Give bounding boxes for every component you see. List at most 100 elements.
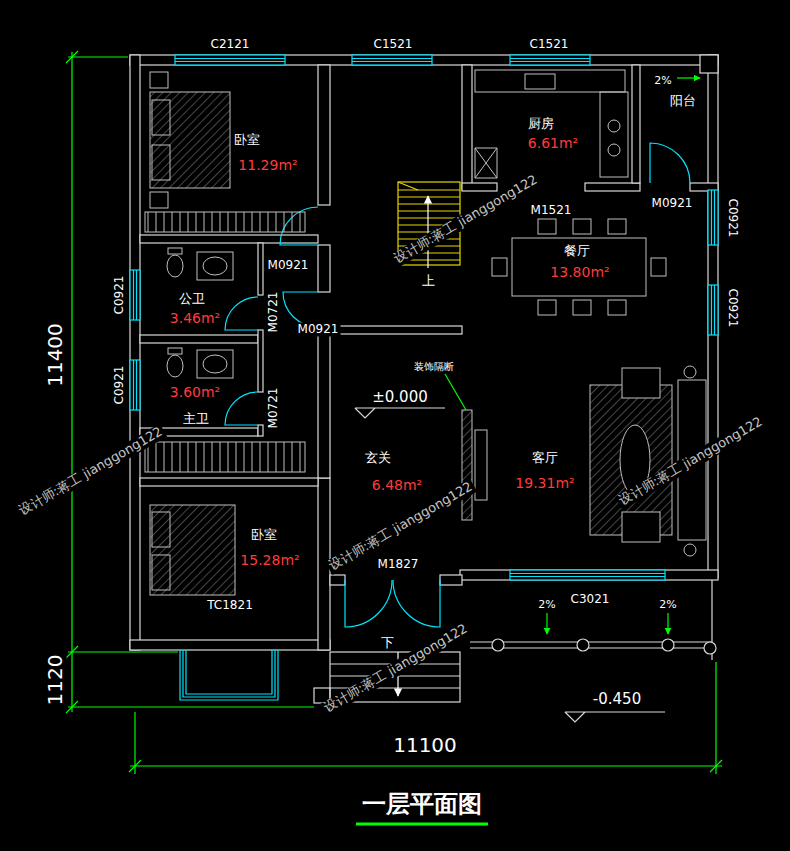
text-row: 公卫 bbox=[177, 289, 209, 307]
label-slot: -0.450 bbox=[591, 689, 643, 708]
label-slot: M0721 bbox=[262, 290, 281, 335]
text-row: 餐厅 bbox=[562, 241, 594, 259]
room-label-box: 餐厅 13.80m² bbox=[542, 239, 613, 284]
tv-cabinet bbox=[475, 430, 487, 500]
room-area: 6.61m² bbox=[526, 135, 580, 151]
wall bbox=[130, 55, 718, 65]
text-row: 主卫 bbox=[179, 409, 211, 427]
room-area: 6.48m² bbox=[370, 477, 424, 493]
window-code: C1521 bbox=[372, 38, 415, 52]
label-slot: 设计师:蒋工 jianggong122 bbox=[388, 168, 542, 268]
text-row: 3.46m² bbox=[164, 309, 222, 327]
window-code: C0921 bbox=[725, 197, 739, 240]
wall bbox=[140, 478, 318, 486]
toilet bbox=[167, 355, 183, 377]
label-slot: 装饰隔断 bbox=[412, 355, 456, 374]
wall bbox=[330, 326, 462, 334]
room-name: 主卫 bbox=[181, 412, 211, 427]
dimension-line bbox=[71, 52, 72, 712]
wall bbox=[708, 55, 718, 578]
dimension: 11100 bbox=[391, 734, 459, 757]
label-slot: C3021 bbox=[569, 588, 612, 607]
label-slot: 11100 bbox=[391, 734, 459, 757]
wall bbox=[140, 235, 318, 243]
window-code: C0921 bbox=[725, 287, 739, 330]
fridge bbox=[475, 148, 497, 178]
side-table bbox=[684, 544, 696, 556]
room-label-box: 客厅19.31m² bbox=[511, 446, 578, 495]
chair bbox=[538, 300, 556, 315]
column bbox=[704, 642, 716, 654]
elevation: -0.450 bbox=[591, 691, 643, 708]
sink bbox=[203, 355, 227, 373]
wall bbox=[130, 55, 140, 650]
burner bbox=[608, 144, 620, 156]
window-code: C3021 bbox=[569, 593, 612, 607]
bed bbox=[150, 505, 235, 595]
wall bbox=[318, 65, 330, 205]
text-row: 19.31m² bbox=[513, 474, 576, 492]
room-label-box: 阳台 bbox=[666, 89, 700, 111]
chair bbox=[608, 300, 626, 315]
wall bbox=[258, 425, 263, 436]
room-area: 3.60m² bbox=[168, 384, 222, 400]
stair-direction: 上 bbox=[420, 274, 437, 289]
window-code: C1521 bbox=[528, 38, 571, 52]
watermark: 设计师:蒋工 jianggong122 bbox=[390, 172, 542, 268]
column bbox=[577, 639, 589, 651]
pillow bbox=[152, 100, 170, 135]
wall bbox=[258, 243, 263, 295]
room-name: 餐厅 bbox=[562, 244, 592, 259]
window-glass bbox=[134, 360, 137, 410]
window-glass bbox=[712, 190, 715, 245]
text-row: 13.80m² bbox=[544, 263, 611, 281]
window-glass bbox=[712, 285, 715, 335]
window bbox=[708, 285, 718, 335]
decorative-partition bbox=[462, 410, 472, 520]
armchair bbox=[622, 512, 660, 542]
slope-note: 2% bbox=[657, 599, 678, 612]
dimension-tick bbox=[66, 51, 78, 713]
bay-window bbox=[180, 650, 278, 700]
label-slot: 2% bbox=[657, 593, 678, 612]
label-slot: TC1821 bbox=[205, 594, 255, 613]
callout-note: 装饰隔断 bbox=[412, 361, 456, 373]
wall bbox=[460, 570, 718, 580]
wall bbox=[318, 245, 330, 292]
pillow bbox=[152, 555, 170, 590]
slope-arrow bbox=[677, 77, 700, 78]
window bbox=[130, 270, 140, 320]
door-swing bbox=[393, 580, 440, 627]
room-label-box: 卧室11.29m² bbox=[214, 128, 301, 177]
window-code: C2121 bbox=[209, 38, 252, 52]
porch-rail bbox=[470, 642, 712, 648]
wall bbox=[258, 330, 263, 392]
label-slot: M0921 bbox=[296, 318, 341, 337]
label-slot: M1521 bbox=[529, 199, 574, 218]
window-code: C0921 bbox=[113, 274, 127, 317]
door-swing bbox=[650, 143, 690, 183]
door-code: M0921 bbox=[266, 259, 311, 273]
elevation: ±0.000 bbox=[370, 389, 430, 406]
toilet-tank bbox=[168, 348, 182, 354]
pillow bbox=[152, 145, 170, 180]
drawing-title: 一层平面图 bbox=[360, 791, 484, 819]
window-glass bbox=[352, 59, 432, 62]
door-code: M0921 bbox=[650, 197, 695, 211]
room-area: 3.46m² bbox=[168, 310, 222, 326]
slope-arrow bbox=[667, 613, 668, 634]
window-glass bbox=[510, 59, 590, 62]
watermark: 设计师:蒋工 jianggong122 bbox=[615, 414, 767, 510]
room-label-box: 玄关 6.48m² bbox=[350, 446, 426, 497]
chair bbox=[492, 258, 507, 276]
text-row: 玄关 bbox=[363, 448, 413, 466]
column bbox=[492, 639, 504, 651]
text-row: 6.48m² bbox=[352, 476, 424, 494]
wall bbox=[440, 575, 462, 585]
sink bbox=[203, 257, 227, 275]
slope-note: 2% bbox=[652, 75, 673, 88]
label-slot: 2% bbox=[536, 593, 557, 612]
label-slot: C1521 bbox=[372, 33, 415, 52]
